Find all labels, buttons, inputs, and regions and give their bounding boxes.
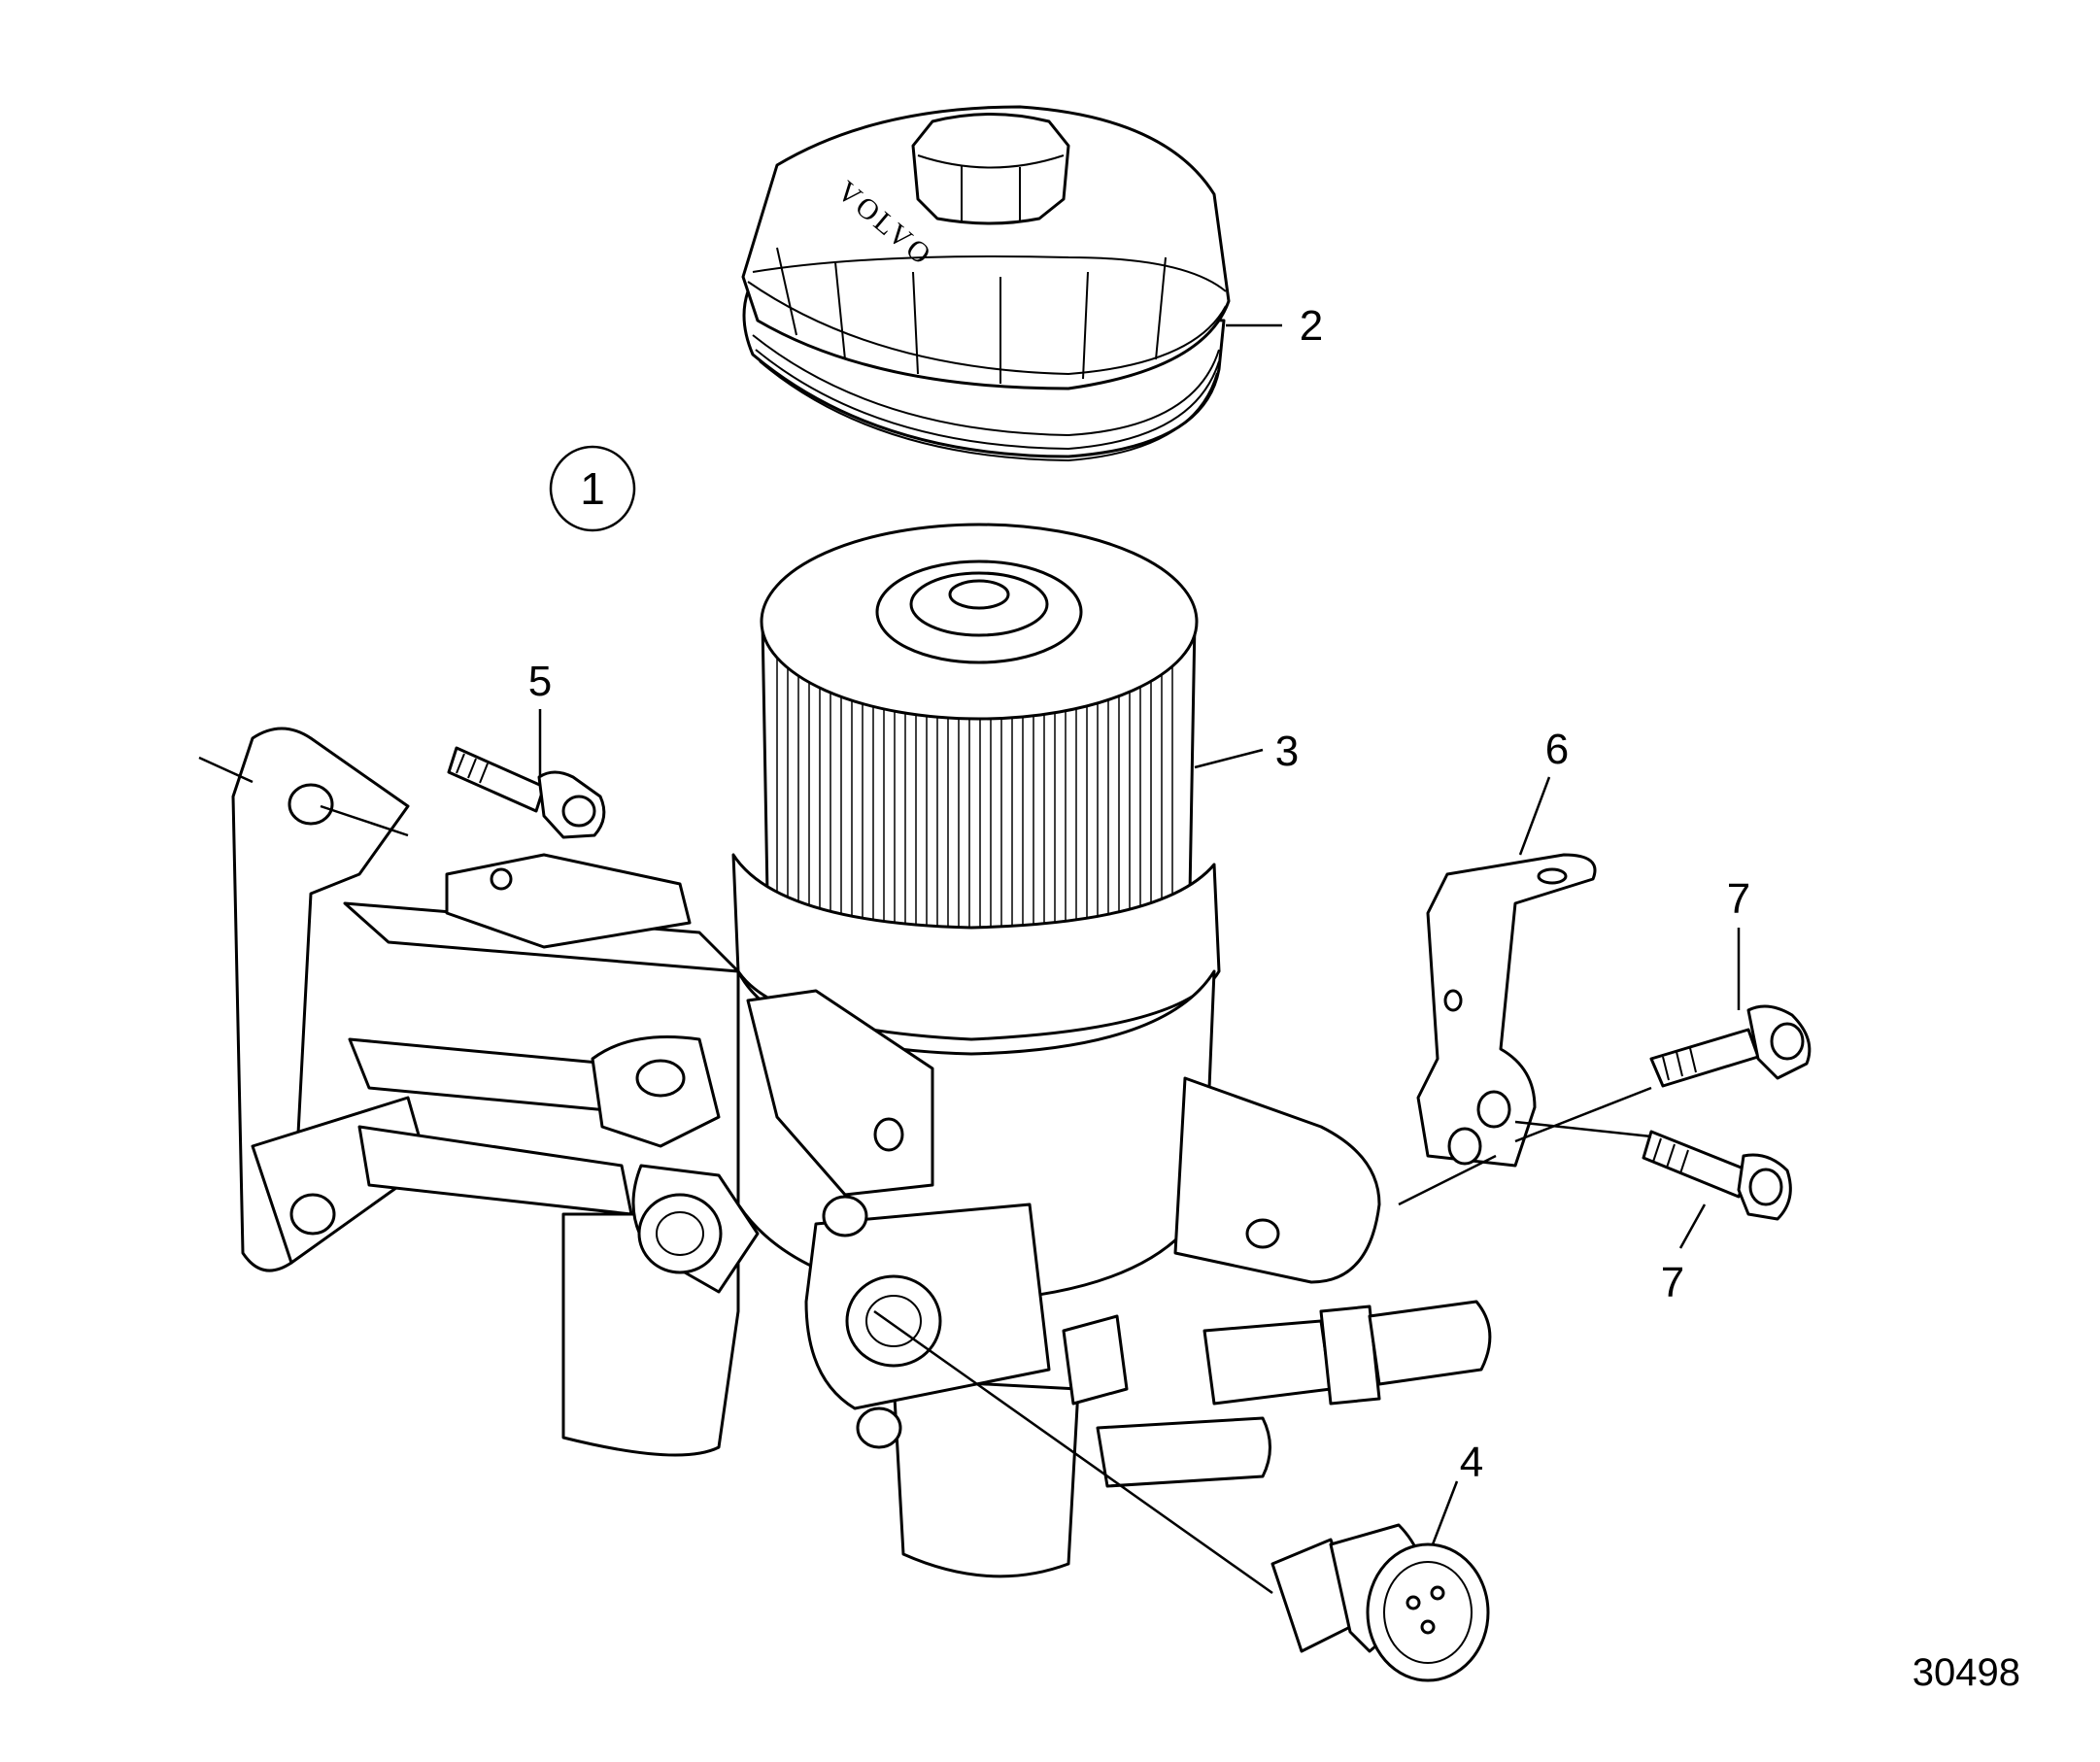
- callout-2: 2: [1300, 302, 1323, 350]
- bracket-part-6: [1416, 853, 1597, 1168]
- filter-housing: [231, 727, 1492, 1578]
- figure-number: 30498: [1913, 1651, 2020, 1694]
- filter-element: [760, 523, 1199, 964]
- callout-7-upper: 7: [1727, 875, 1750, 923]
- filter-pleats: [776, 658, 1173, 952]
- sensor-part-4: [1270, 1523, 1490, 1682]
- bolt-part-5: [447, 746, 606, 839]
- bolt-part-7-upper: [1649, 1004, 1812, 1088]
- bolt-part-7-lower: [1642, 1130, 1792, 1221]
- callout-6: 6: [1545, 726, 1569, 773]
- assembly-lines: [198, 756, 1652, 1595]
- assembly-number-badge: 1: [549, 445, 636, 532]
- callout-leaders: [538, 323, 1741, 1545]
- assembly-number-label: 1: [580, 463, 605, 514]
- callout-7-lower: 7: [1661, 1259, 1684, 1306]
- callout-3: 3: [1275, 728, 1299, 775]
- callout-4: 4: [1460, 1439, 1483, 1486]
- filter-cap: VOLVO: [741, 105, 1231, 462]
- callout-5: 5: [528, 658, 552, 705]
